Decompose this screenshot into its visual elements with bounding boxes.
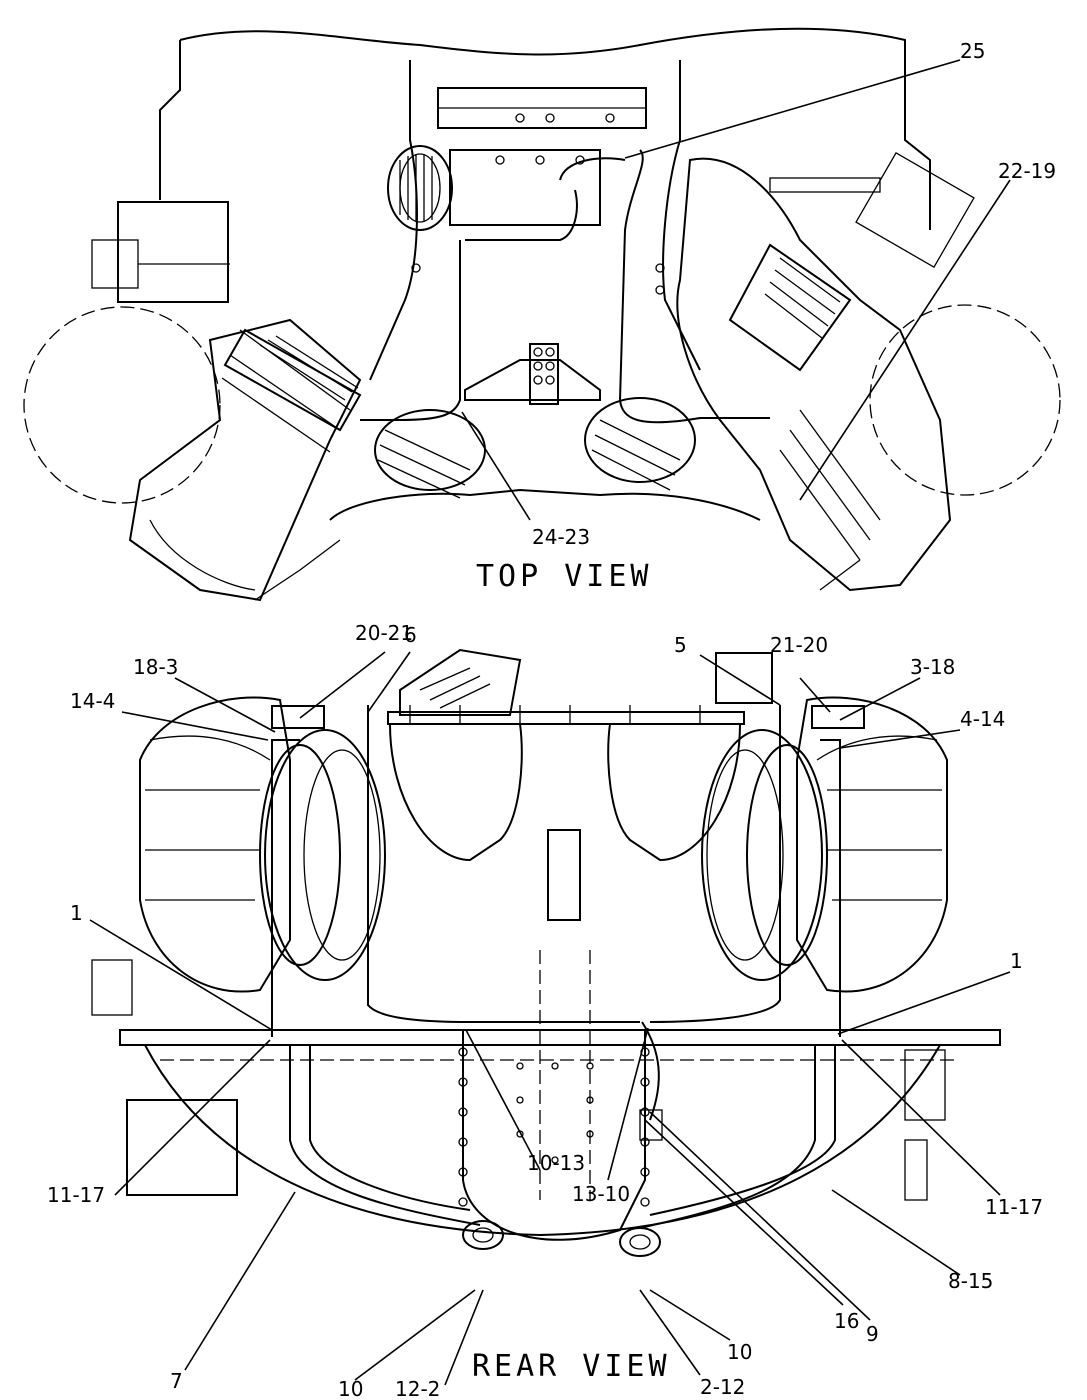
callout-1-right: 1 [1010,949,1023,973]
callout-6: 6 [404,623,417,647]
top-view-drawing [23,27,1061,602]
callout-2-12: 2-12 [700,1375,745,1399]
callout-8-15: 8-15 [948,1269,993,1293]
callout-10-left: 10 [338,1377,363,1400]
callout-13-10: 13-10 [572,1182,630,1206]
callout-9: 9 [866,1322,879,1346]
callout-11-17-right: 11-17 [985,1195,1043,1219]
callout-10-right: 10 [727,1340,752,1364]
rear-view-title: REAR VIEW [472,1349,671,1384]
callout-14-4: 14-4 [70,689,115,713]
callout-11-17-left: 11-17 [47,1183,105,1207]
callout-7: 7 [170,1369,183,1393]
callout-24-23: 24-23 [532,525,590,549]
callout-16: 16 [834,1309,859,1333]
callout-10-13: 10-13 [527,1151,585,1175]
callout-22-19: 22-19 [998,159,1056,183]
callout-20-21: 20-21 [355,621,413,645]
callout-1-left: 1 [70,901,83,925]
top-view-title: TOP VIEW [476,559,653,594]
callout-12-2: 12-2 [395,1377,440,1400]
callout-21-20: 21-20 [770,633,828,657]
callout-3-18: 3-18 [910,655,955,679]
callout-4-14: 4-14 [960,707,1005,731]
callout-25: 25 [960,39,985,63]
callout-5: 5 [674,633,687,657]
callout-18-3: 18-3 [133,655,178,679]
rear-view-drawing [89,648,1011,1386]
